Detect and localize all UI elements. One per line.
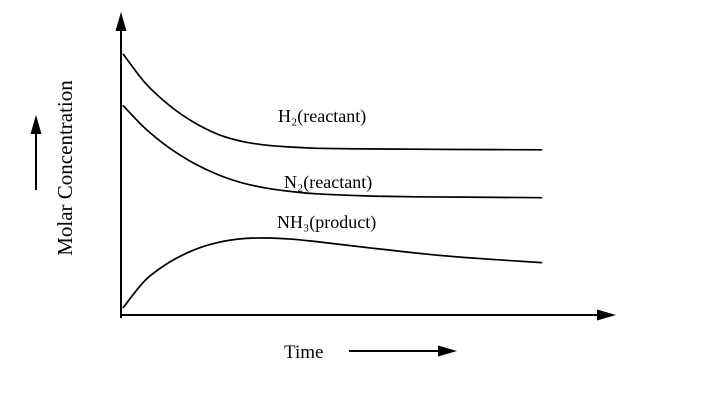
series-label-nh3: NH₃(product) — [277, 212, 376, 233]
y-axis-label-group: Molar Concentration — [30, 80, 77, 256]
x-axis — [120, 309, 616, 321]
x-axis-arrowhead-icon — [597, 309, 616, 321]
series-label-h2: H₂(reactant) — [278, 106, 366, 127]
series-curves — [122, 53, 543, 309]
curve-n2 — [122, 105, 543, 199]
curve-h2 — [122, 53, 543, 151]
series-label-n2: N₂(reactant) — [284, 172, 372, 193]
x-axis-label-group: Time — [284, 342, 457, 363]
y-axis-label: Molar Concentration — [53, 80, 77, 256]
y-axis-direction-arrow-icon — [30, 115, 42, 134]
x-axis-label: Time — [284, 342, 323, 363]
y-axis — [115, 12, 127, 318]
x-axis-direction-arrow-icon — [438, 345, 457, 357]
curve-nh3 — [122, 237, 543, 309]
y-axis-arrowhead-icon — [115, 12, 127, 31]
